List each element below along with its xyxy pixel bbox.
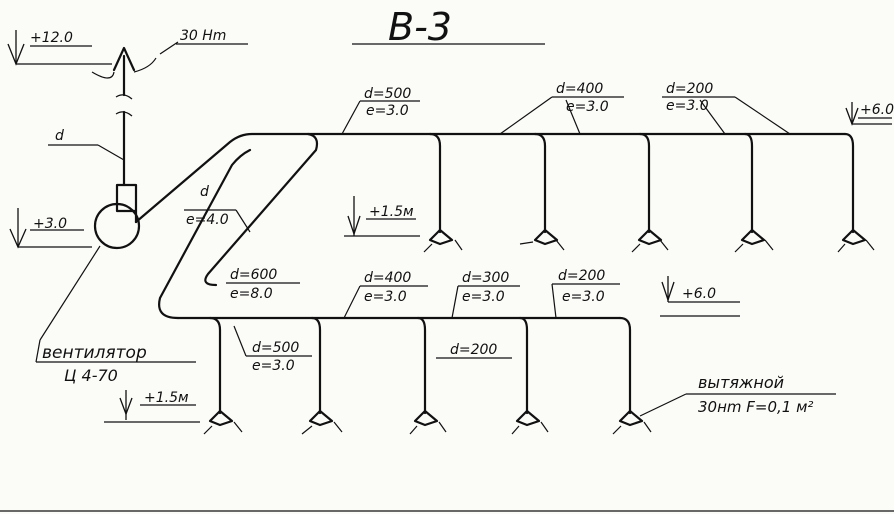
fan-label-line2: Ц 4-70 xyxy=(64,366,118,385)
upper-run-label-1: d=500 e=3.0 xyxy=(341,86,420,135)
diffuser xyxy=(203,409,243,435)
stack-d-label: d xyxy=(48,128,125,161)
lower-run-label-1: d=600 e=8.0 xyxy=(226,267,300,302)
outlet-line1: вытяжной xyxy=(698,373,784,392)
lower-run-4-d: d=200 xyxy=(558,268,605,284)
diffuser xyxy=(612,409,652,435)
diffuser xyxy=(734,228,774,253)
lower-diffusers xyxy=(203,409,652,435)
level-top-label: +12.0 xyxy=(30,30,73,46)
lower-run-label-3: d=300 e=3.0 xyxy=(451,270,520,319)
diag-e: e=4.0 xyxy=(186,212,229,228)
diffuser xyxy=(301,409,343,435)
riser-d: d=200 xyxy=(450,342,497,358)
lower-run-1-d: d=600 xyxy=(230,267,277,283)
lower-branches xyxy=(208,316,632,415)
upper-run-3-d: d=200 xyxy=(666,81,713,97)
diag-d: d xyxy=(200,184,209,200)
lower-run-label-4: d=200 e=3.0 xyxy=(551,268,620,319)
level-mark-fan: +3.0 xyxy=(9,208,92,249)
diffuser xyxy=(423,228,463,253)
lower-drop-label: d=500 e=3.0 xyxy=(233,325,312,374)
level-mark-mid-right: +6.0 xyxy=(660,276,740,317)
upper-run-label-2: d=400 e=3.0 xyxy=(499,81,624,135)
fan xyxy=(93,183,141,250)
upper-main-duct xyxy=(134,132,319,287)
upper-diffusers xyxy=(423,228,875,253)
lower-drop-d: d=500 xyxy=(252,340,299,356)
lower-run-3-e: e=3.0 xyxy=(462,289,505,305)
outlet-line2: 30нm F=0,1 м² xyxy=(698,398,813,416)
outlet-label: вытяжной 30нm F=0,1 м² xyxy=(639,373,836,417)
fan-label-line1: вентилятор xyxy=(42,343,147,363)
exhaust-arrow-right xyxy=(133,57,157,73)
lower-run-1-e: e=8.0 xyxy=(230,286,273,302)
stack-d-text: d xyxy=(55,128,64,144)
level-upper-branch-label: +1.5м xyxy=(369,204,414,220)
level-upper-right-label: +6.0 xyxy=(860,102,894,118)
level-fan-label: +3.0 xyxy=(33,216,67,232)
diffuser xyxy=(631,228,669,253)
diffuser xyxy=(409,409,447,435)
diffuser xyxy=(837,228,875,253)
diagram-title: В-3 xyxy=(388,5,452,49)
diagonal-duct-label: d e=4.0 xyxy=(184,184,251,233)
diffuser xyxy=(519,228,565,251)
level-mark-lower-branch: +1.5м xyxy=(104,390,200,423)
level-mid-right-label: +6.0 xyxy=(682,286,716,302)
upper-run-1-e: e=3.0 xyxy=(366,103,409,119)
lower-run-2-e: e=3.0 xyxy=(364,289,407,305)
exhaust-arrow-left xyxy=(91,71,115,79)
upper-run-2-d: d=400 xyxy=(556,81,603,97)
lower-run-2-d: d=400 xyxy=(364,270,411,286)
riser-label: d=200 xyxy=(436,342,512,359)
diffuser xyxy=(511,409,549,435)
lower-run-3-d: d=300 xyxy=(462,270,509,286)
upper-run-label-3: d=200 e=3.0 xyxy=(662,81,791,135)
level-mark-upper-right: +6.0 xyxy=(845,102,894,126)
lower-run-label-2: d=400 e=3.0 xyxy=(343,270,428,319)
lower-drop-e: e=3.0 xyxy=(252,358,295,374)
fan-label: вентилятор Ц 4-70 xyxy=(35,245,196,385)
lower-run-4-e: e=3.0 xyxy=(562,289,605,305)
lower-duct-outer xyxy=(158,148,252,320)
upper-run-3-e: e=3.0 xyxy=(666,98,709,114)
exhaust-top-label: 30 Нm xyxy=(180,28,226,44)
upper-branches xyxy=(428,132,855,234)
upper-run-2-e: e=3.0 xyxy=(566,99,609,115)
upper-run-1-d: d=500 xyxy=(364,86,411,102)
level-mark-top: +12.0 xyxy=(7,30,112,66)
level-mark-upper-branch: +1.5м xyxy=(344,196,420,237)
exhaust-stack: 30 Нm xyxy=(91,28,248,187)
level-lower-branch-label: +1.5м xyxy=(144,390,189,406)
